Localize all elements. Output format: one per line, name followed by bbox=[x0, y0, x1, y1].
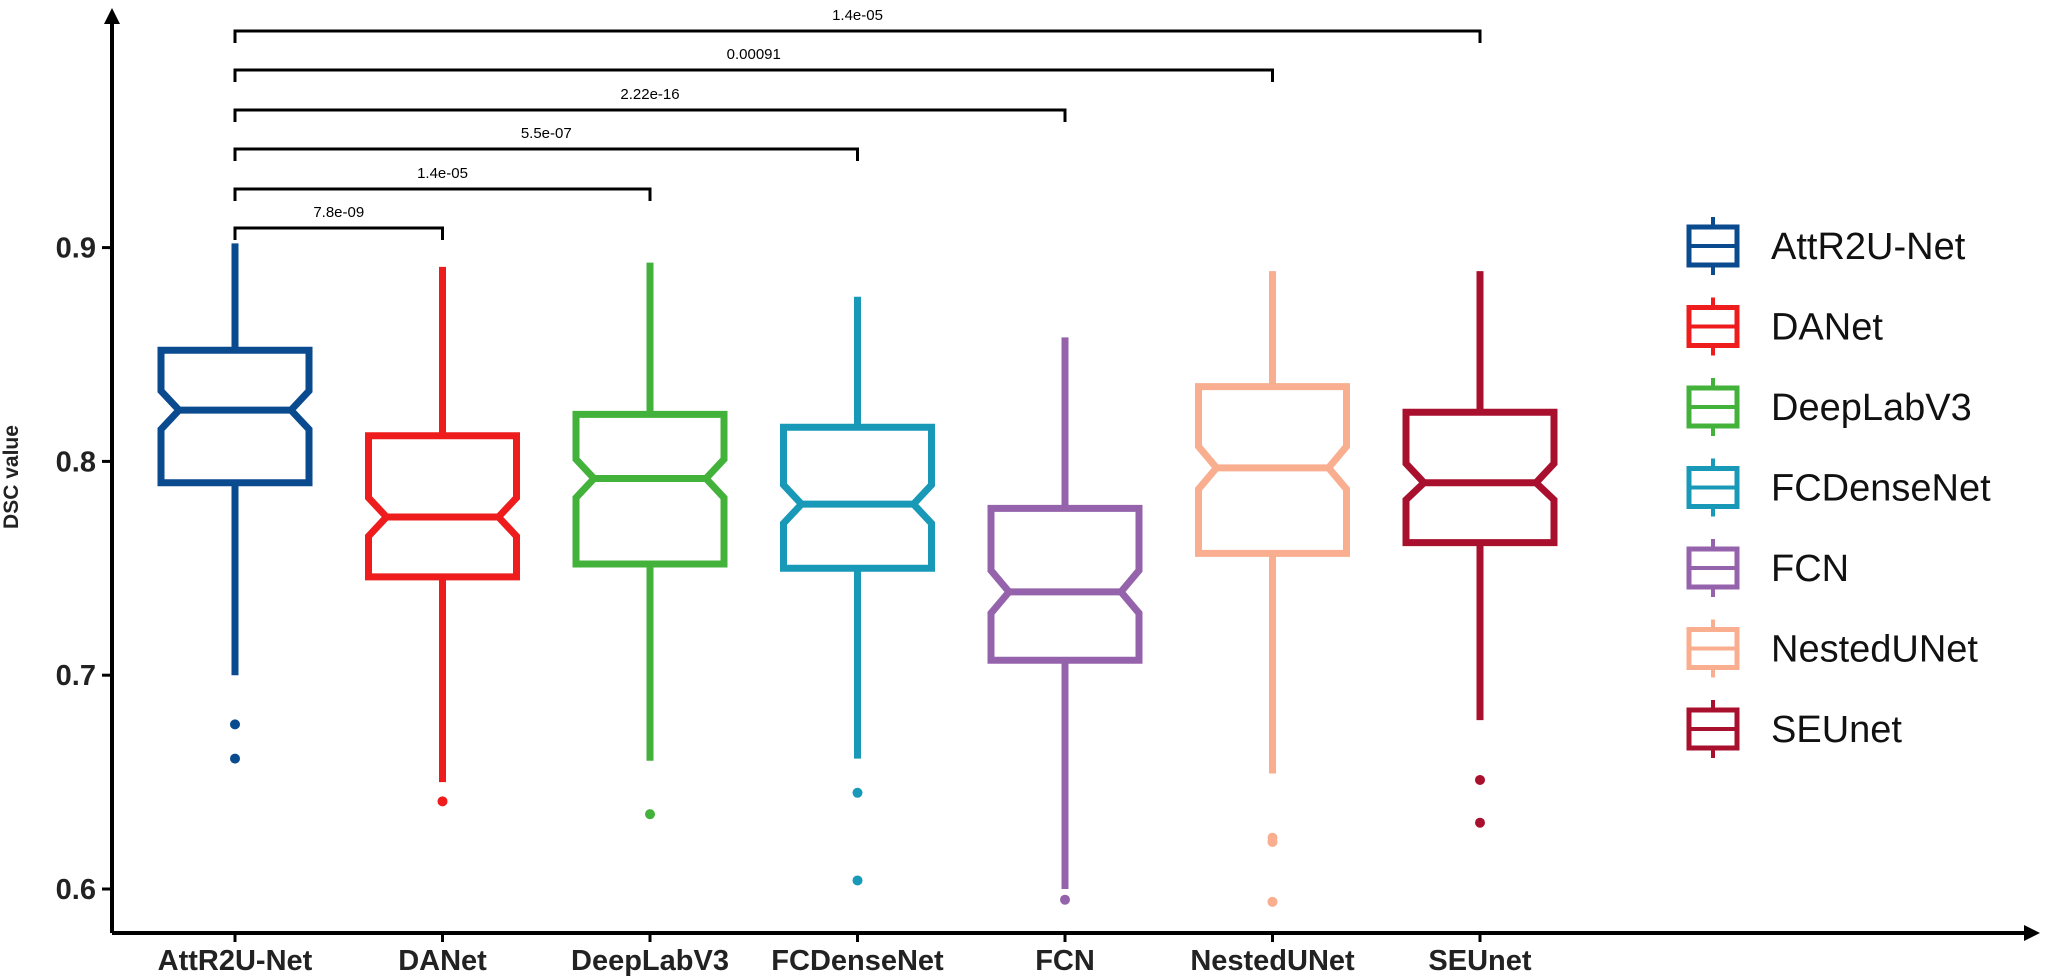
boxplot-fcn bbox=[987, 337, 1143, 905]
boxplot-fcdensenet bbox=[780, 296, 935, 886]
outlier-point bbox=[1267, 896, 1278, 907]
bracket-line bbox=[233, 108, 1067, 122]
bracket-line bbox=[233, 147, 859, 161]
comparison-bracket: 1.4e-05 bbox=[233, 7, 1482, 43]
comparison-bracket: 7.8e-09 bbox=[233, 204, 444, 240]
comparison-brackets: 7.8e-09 1.4e-05 5.5e-07 2.22e-16 0.00091 1.4e… bbox=[233, 7, 1482, 240]
legend-label: AttR2U-Net bbox=[1771, 226, 1966, 268]
comparison-bracket: 0.00091 bbox=[233, 46, 1274, 82]
x-tick-label: FCN bbox=[1035, 945, 1095, 977]
y-tick-label: 0.9 bbox=[56, 233, 96, 265]
notched-box bbox=[1402, 408, 1558, 547]
notched-box bbox=[157, 346, 313, 487]
x-axis-arrow bbox=[2024, 925, 2040, 941]
legend-item: FCDenseNet bbox=[1686, 458, 1991, 517]
legend-label: SEUnet bbox=[1771, 709, 1902, 751]
notched-box bbox=[365, 432, 520, 581]
x-tick-label: FCDenseNet bbox=[771, 945, 944, 977]
notched-box bbox=[987, 504, 1143, 664]
y-tick-label: 0.7 bbox=[56, 660, 96, 692]
y-tick-label: 0.6 bbox=[56, 874, 96, 906]
legend-item: SEUnet bbox=[1686, 700, 1902, 758]
legend-item: DeepLabV3 bbox=[1686, 378, 1972, 436]
bracket-line bbox=[233, 68, 1274, 82]
bracket-line bbox=[233, 29, 1482, 43]
bracket-line bbox=[233, 187, 652, 201]
comparison-bracket: 2.22e-16 bbox=[233, 86, 1067, 122]
legend-item: NestedUNet bbox=[1686, 619, 1978, 678]
y-axis-label: DSC value bbox=[0, 425, 23, 529]
legend-item: DANet bbox=[1686, 297, 1883, 356]
outlier-point bbox=[645, 809, 655, 820]
p-value-label: 0.00091 bbox=[727, 46, 781, 63]
notched-box bbox=[572, 410, 728, 568]
boxplot-attr2u-net bbox=[157, 243, 313, 764]
p-value-label: 7.8e-09 bbox=[313, 204, 364, 221]
x-tick-label: NestedUNet bbox=[1190, 945, 1355, 977]
boxplot-nestedunet bbox=[1195, 271, 1350, 907]
outlier-point bbox=[230, 719, 240, 730]
x-tick-label: AttR2U-Net bbox=[158, 945, 313, 977]
x-tick-label: SEUnet bbox=[1428, 945, 1531, 977]
y-axis-arrow bbox=[104, 8, 120, 24]
boxplot-danet bbox=[365, 266, 520, 807]
boxplot-deeplabv3 bbox=[572, 262, 728, 820]
legend-label: FCN bbox=[1771, 548, 1849, 590]
notched-box bbox=[780, 423, 935, 572]
p-value-label: 1.4e-05 bbox=[832, 7, 883, 24]
legend-label: NestedUNet bbox=[1771, 629, 1978, 671]
p-value-label: 1.4e-05 bbox=[417, 165, 468, 182]
outlier-point bbox=[437, 796, 448, 807]
x-tick-label: DANet bbox=[398, 945, 487, 977]
legend-label: DANet bbox=[1771, 307, 1883, 349]
boxplots bbox=[157, 243, 1558, 907]
outlier-point bbox=[1267, 836, 1278, 847]
outlier-point bbox=[1475, 774, 1485, 785]
x-tick-label: DeepLabV3 bbox=[571, 945, 729, 977]
outlier-point bbox=[1475, 817, 1485, 828]
legend-item: FCN bbox=[1686, 539, 1849, 597]
p-value-label: 5.5e-07 bbox=[521, 125, 572, 142]
outlier-point bbox=[230, 753, 240, 764]
legend-label: DeepLabV3 bbox=[1771, 387, 1972, 429]
outlier-point bbox=[1060, 894, 1070, 905]
boxplot-seunet bbox=[1402, 271, 1558, 828]
comparison-bracket: 5.5e-07 bbox=[233, 125, 859, 161]
comparison-bracket: 1.4e-05 bbox=[233, 165, 652, 201]
p-value-label: 2.22e-16 bbox=[620, 86, 679, 103]
bracket-line bbox=[233, 226, 444, 240]
outlier-point bbox=[852, 787, 863, 798]
legend-item: AttR2U-Net bbox=[1686, 217, 1966, 275]
legend-label: FCDenseNet bbox=[1771, 468, 1991, 510]
y-tick-label: 0.8 bbox=[56, 446, 96, 478]
outlier-point bbox=[852, 875, 863, 886]
